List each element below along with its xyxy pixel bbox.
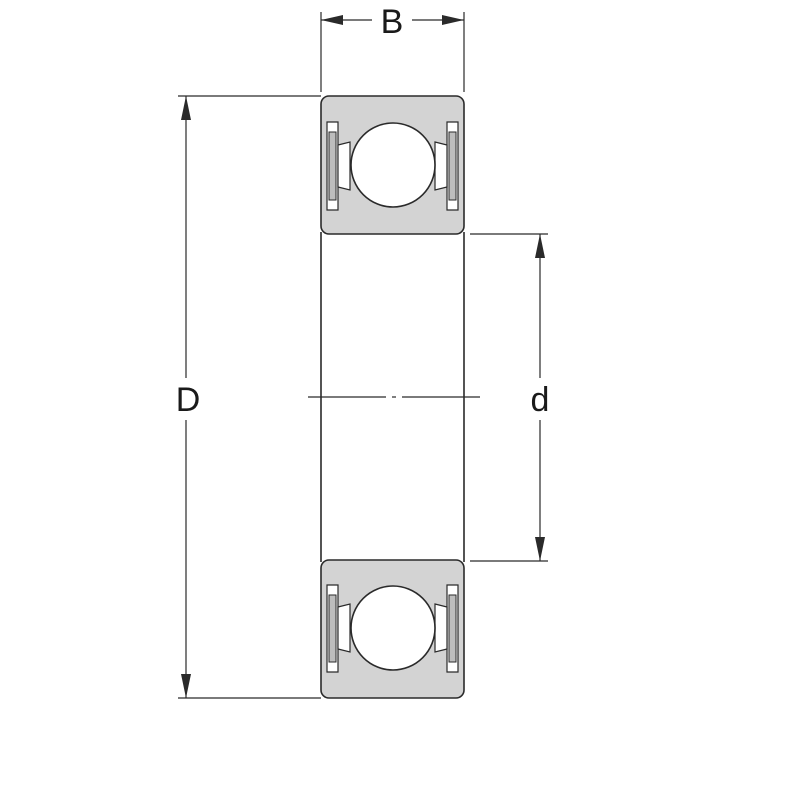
outer-diameter-label: D <box>176 381 201 419</box>
bore-diameter-label: d <box>531 381 550 419</box>
top-right-cage <box>434 141 448 191</box>
bottom-section <box>320 559 465 699</box>
outer-diameter-dimension: D <box>176 95 321 699</box>
bore-arrow-bottom <box>535 537 545 561</box>
bottom-right-cage <box>434 603 448 653</box>
top-section <box>320 95 465 235</box>
bore-arrow-top <box>535 234 545 258</box>
bottom-right-seal-core <box>448 594 457 663</box>
bottom-ball <box>350 585 436 671</box>
outer-arrow-bottom <box>181 674 191 698</box>
top-ball <box>350 122 436 208</box>
outer-arrow-top <box>181 96 191 120</box>
width-dimension: B <box>320 3 465 92</box>
bottom-left-cage <box>337 603 351 653</box>
bearing-body <box>320 232 465 562</box>
width-arrow-right <box>442 15 464 25</box>
width-label: B <box>381 3 404 41</box>
width-arrow-left <box>321 15 343 25</box>
top-right-seal-core <box>448 131 457 201</box>
bottom-left-seal-core <box>328 594 337 663</box>
top-left-seal-core <box>328 131 337 201</box>
top-left-cage <box>337 141 351 191</box>
bore-diameter-dimension: d <box>470 233 550 562</box>
